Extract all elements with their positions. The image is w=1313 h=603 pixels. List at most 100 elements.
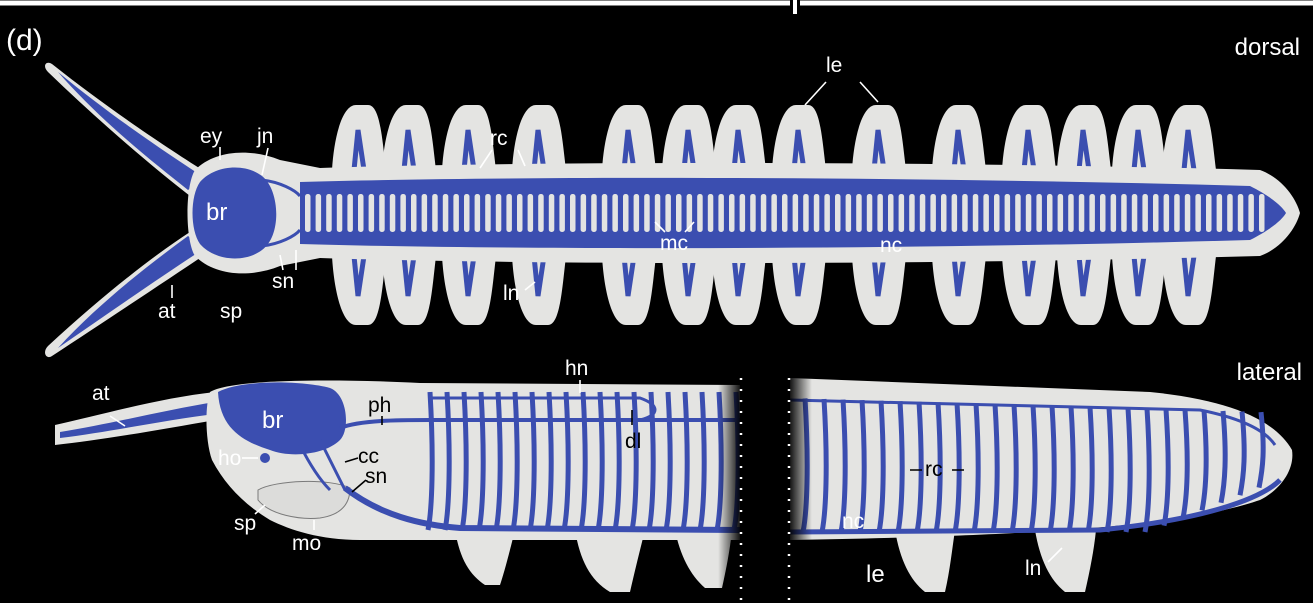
dorsal-commissure-gap [1206, 194, 1212, 232]
dorsal-commissure-gap [1026, 194, 1032, 232]
dorsal-commissure-gap [591, 194, 597, 232]
label-at-lateral: at [92, 382, 110, 405]
dorsal-commissure-gap [506, 194, 512, 232]
dorsal-commissure-gap [973, 194, 979, 232]
dorsal-commissure-gap [358, 194, 364, 232]
dorsal-commissure-gap [1153, 194, 1159, 232]
dorsal-commissure-gap [623, 194, 629, 232]
dorsal-commissure-gap [485, 194, 491, 232]
dorsal-commissure-gap [1238, 194, 1244, 232]
dorsal-commissure-gap [1195, 194, 1201, 232]
label-ln-dorsal: ln [503, 282, 519, 305]
dorsal-commissure-gap [1142, 194, 1148, 232]
lateral-gap-fade-right [788, 375, 812, 603]
dorsal-commissure-gap [1111, 194, 1117, 232]
label-mo: mo [292, 532, 321, 555]
label-hn: hn [565, 357, 588, 380]
label-ey: ey [200, 125, 223, 148]
label-at-dorsal: at [158, 300, 176, 323]
lateral-organ-dot [260, 453, 270, 463]
dorsal-commissure-gap [1164, 194, 1170, 232]
view-label-dorsal: dorsal [1235, 34, 1300, 61]
dorsal-commissure-gap [962, 194, 968, 232]
dorsal-commissure-gap [1217, 194, 1223, 232]
dorsal-commissure-gap [411, 194, 417, 232]
dorsal-commissure-gap [528, 194, 534, 232]
label-ln-lateral: ln [1025, 557, 1041, 580]
dorsal-commissure-gap [422, 194, 428, 232]
label-le-lateral: le [866, 561, 885, 588]
dorsal-commissure-gap [718, 194, 724, 232]
dorsal-commissure-gap [814, 194, 820, 232]
dorsal-commissure-gap [952, 194, 958, 232]
label-ho: ho [218, 447, 241, 470]
dorsal-commissure-gap [1132, 194, 1138, 232]
dorsal-commissure-gap [400, 194, 406, 232]
label-rc-lateral: rc [925, 458, 943, 481]
label-sn-dorsal: sn [272, 270, 294, 293]
dorsal-commissure-gap [1058, 194, 1064, 232]
dorsal-commissure-gap [771, 194, 777, 232]
dorsal-commissure-gap [581, 194, 587, 232]
dorsal-commissure-gap [1174, 194, 1180, 232]
dorsal-commissure-gap [517, 194, 523, 232]
dorsal-commissure-gap [475, 194, 481, 232]
dorsal-commissure-gap [729, 194, 735, 232]
dorsal-commissure-gap [793, 194, 799, 232]
dorsal-commissure-gap [750, 194, 756, 232]
dorsal-commissure-gap [390, 194, 396, 232]
dorsal-commissure-gap [1005, 194, 1011, 232]
dorsal-commissure-gap [846, 194, 852, 232]
label-sp-dorsal: sp [220, 300, 242, 323]
dorsal-commissure-gap [337, 194, 343, 232]
dorsal-commissure-gap [909, 194, 915, 232]
dorsal-commissure-gap [708, 194, 714, 232]
dorsal-commissure-gap [326, 194, 332, 232]
dorsal-commissure-gap [1047, 194, 1053, 232]
dorsal-commissure-gap [899, 194, 905, 232]
dorsal-commissure-gap [549, 194, 555, 232]
dorsal-commissure-gap [824, 194, 830, 232]
lateral-view [55, 375, 1292, 603]
dorsal-commissure-gap [612, 194, 618, 232]
label-rc-dorsal: rc [490, 127, 508, 150]
dorsal-commissure-gap [1100, 194, 1106, 232]
dorsal-commissure-gap [305, 194, 311, 232]
label-mc: mc [660, 232, 688, 255]
dorsal-commissure-gap [740, 194, 746, 232]
dorsal-commissure-gap [1089, 194, 1095, 232]
dorsal-commissure-gap [867, 194, 873, 232]
leader-le-dorsal [805, 82, 878, 105]
label-dl: dl [625, 430, 641, 453]
dorsal-commissure-gap [559, 194, 565, 232]
dorsal-commissure-gap [379, 194, 385, 232]
label-le-dorsal: le [826, 54, 842, 77]
label-jn: jn [256, 125, 273, 148]
dorsal-commissure-gap [1248, 194, 1254, 232]
dorsal-commissure-gap [432, 194, 438, 232]
label-br-lateral: br [262, 407, 283, 434]
panel-label: (d) [6, 24, 43, 57]
dorsal-commissure-gap [697, 194, 703, 232]
dorsal-commissure-gap [464, 194, 470, 232]
dorsal-commissure-gap [1015, 194, 1021, 232]
dorsal-commissure-gap [453, 194, 459, 232]
dorsal-commissure-gap [1036, 194, 1042, 232]
dorsal-commissure-gap [676, 194, 682, 232]
dorsal-commissure-gap [888, 194, 894, 232]
dorsal-commissure-gap [602, 194, 608, 232]
label-sp-lateral: sp [234, 512, 256, 535]
dorsal-commissure-gap [835, 194, 841, 232]
top-frame [0, 0, 1313, 14]
dorsal-commissure-gap [920, 194, 926, 232]
dorsal-commissure-gap [369, 194, 375, 232]
dorsal-commissure-gap [644, 194, 650, 232]
dorsal-commissure-gap [1185, 194, 1191, 232]
lateral-gap-fade-left [718, 375, 742, 603]
dorsal-commissure-gap [538, 194, 544, 232]
dorsal-commissure-gap [1259, 194, 1265, 232]
dorsal-antenna-lower-nerve [58, 236, 205, 348]
dorsal-commissure-gap [1079, 194, 1085, 232]
dorsal-commissure-gap [316, 194, 322, 232]
dorsal-commissure-gap [782, 194, 788, 232]
